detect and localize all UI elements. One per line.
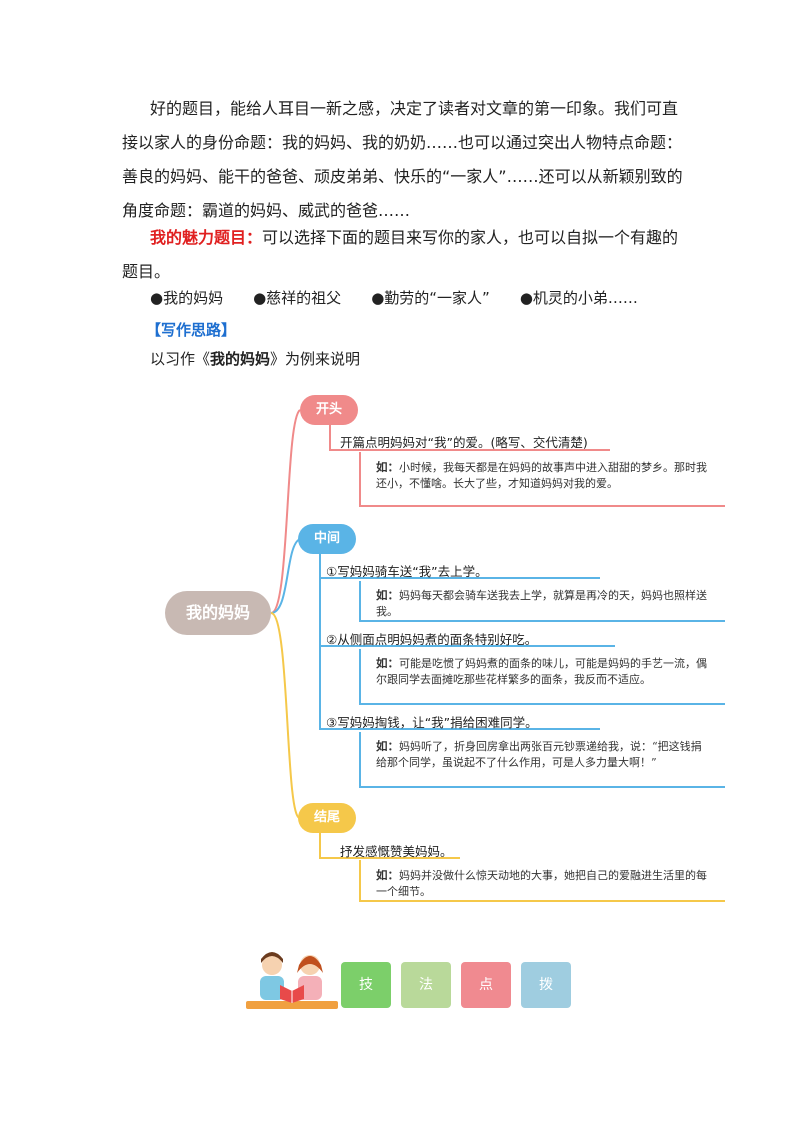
charm-title-paragraph: 我的魅力题目：可以选择下面的题目来写你的家人，也可以自拟一个有趣的题目。 (122, 221, 692, 289)
example-intro: 以习作《我的妈妈》为例来说明 (150, 350, 361, 368)
opening-example: 如：小时候，我每天都是在妈妈的故事声中进入甜甜的梦乡。那时我还小，不懂啥。长大了… (376, 460, 707, 490)
topic-option: ●勤劳的“一家人” (371, 289, 490, 307)
middle-example-2: 如：可能是吃惯了妈妈煮的面条的味儿，可能是妈妈的手艺一流，偶尔跟同学去面摊吃那些… (376, 656, 707, 686)
mindmap-root: 我的妈妈 (165, 591, 271, 635)
branch-ending-label: 结尾 (298, 803, 356, 833)
charm-title-text: 可以选择下面的题目来写你的家人，也可以自拟一个有趣的题目。 (122, 228, 679, 281)
reading-kids-illustration (246, 952, 338, 1009)
charm-title-label: 我的魅力题目： (150, 228, 263, 247)
middle-point-2: ②从侧面点明妈妈煮的面条特别好吃。 (326, 632, 538, 647)
branch-middle-label: 中间 (298, 524, 356, 554)
middle-point-1: ①写妈妈骑车送“我”去上学。 (326, 564, 488, 579)
opening-point: 开篇点明妈妈对“我”的爱。(略写、交代清楚) (340, 435, 588, 450)
tip-button-dian[interactable]: 点 (461, 962, 511, 1008)
ending-point: 抒发感慨赞美妈妈。 (340, 844, 453, 859)
section-heading: 【写作思路】 (146, 321, 237, 339)
intro-paragraph: 好的题目，能给人耳目一新之感，决定了读者对文章的第一印象。我们可直接以家人的身份… (122, 99, 683, 220)
middle-example-3: 如：妈妈听了，折身回房拿出两张百元钞票递给我，说：“把这钱捐给那个同学，虽说起不… (376, 739, 702, 769)
example-title: 我的妈妈 (210, 350, 271, 368)
topic-options: ●我的妈妈 ●慈祥的祖父 ●勤劳的“一家人” ●机灵的小弟…… (150, 287, 668, 308)
topic-option: ●机灵的小弟…… (519, 289, 638, 307)
tip-button-bo[interactable]: 拨 (521, 962, 571, 1008)
ending-example: 如：妈妈并没做什么惊天动地的大事，她把自己的爱融进生活里的每一个细节。 (376, 868, 707, 898)
tip-button-fa[interactable]: 法 (401, 962, 451, 1008)
branch-opening-label: 开头 (300, 395, 358, 425)
topic-option: ●慈祥的祖父 (253, 289, 342, 307)
middle-example-1: 如：妈妈每天都会骑车送我去上学，就算是再冷的天，妈妈也照样送我。 (376, 588, 707, 618)
topic-option: ●我的妈妈 (150, 289, 224, 307)
middle-point-3: ③写妈妈掏钱，让“我”捐给困难同学。 (326, 715, 538, 730)
tip-button-ji[interactable]: 技 (341, 962, 391, 1008)
